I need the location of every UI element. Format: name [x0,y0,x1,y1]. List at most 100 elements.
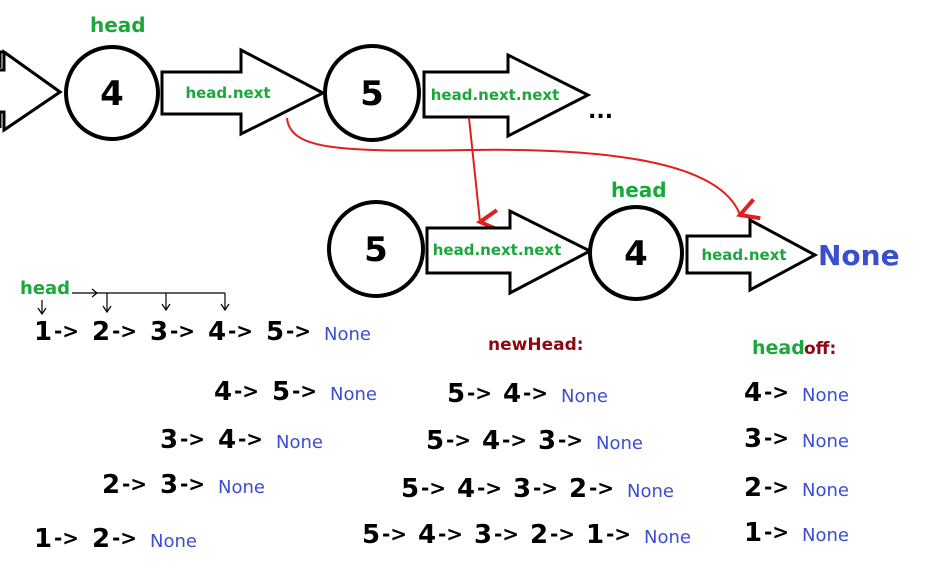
list-arrow: -> [286,319,311,343]
list-value: 2 [92,524,110,554]
list-value: 4 [503,379,521,409]
list-value: 4 [744,378,762,408]
list-none: None [561,386,608,407]
headoff-title-off: off: [804,339,836,359]
list-arrow: -> [764,380,789,404]
list-arrow: -> [112,319,137,343]
list-value: 5 [401,474,419,504]
headoff-list-row: 4-> None [744,378,849,408]
left-list-row: 1->2->3->4->5->None [34,317,371,347]
list-value: 2 [102,470,120,500]
top-node-4 [64,45,160,141]
list-arrow: -> [382,522,407,546]
list-none: None [644,527,691,548]
top-ellipsis: ... [588,99,613,124]
list-value: 1 [586,520,604,550]
list-none: None [802,385,849,406]
list-value: 2 [530,520,548,550]
top-arrow-head-next-next-label: head.next.next [431,86,560,104]
list-value: 4 [418,520,436,550]
list-value: 4 [218,425,236,455]
middle-node-5 [327,200,425,298]
list-value: 3 [150,317,168,347]
list-value: 2 [569,474,587,504]
list-value: 4 [208,317,226,347]
list-arrow: -> [438,522,463,546]
list-arrow: -> [550,522,575,546]
incoming-arrow-shape [0,49,63,133]
middle-arrow-head-next-next [425,208,594,296]
red-connector-to-head-next-next [468,117,480,222]
list-arrow: -> [477,476,502,500]
list-value: 3 [744,424,762,454]
list-value: 4 [457,474,475,504]
newhead-title: newHead: [488,335,584,355]
list-none: None [218,477,265,498]
list-arrow: -> [292,379,317,403]
list-value: 3 [513,474,531,504]
list-value: 1 [34,317,52,347]
newhead-list-row: 5->4->3->2->None [401,474,674,504]
list-value: 5 [362,520,380,550]
list-value: 1 [744,518,762,548]
list-arrow: -> [421,476,446,500]
middle-node-5-value: 5 [364,230,388,270]
middle-arrow-head-next [685,217,819,293]
list-arrow: -> [589,476,614,500]
head-pointer-brackets [37,288,230,316]
top-arrow-head-next-label: head.next [185,84,270,102]
left-list-row: 3->4->None [160,425,323,455]
list-arrow: -> [180,427,205,451]
list-none: None [330,384,377,405]
list-arrow: -> [112,526,137,550]
top-node-5-value: 5 [360,74,384,114]
list-none: None [802,480,849,501]
list-arrow: -> [180,472,205,496]
left-list-row: 1->2->None [34,524,197,554]
list-arrow: -> [764,475,789,499]
list-none: None [276,432,323,453]
headoff-list-row: 3->None [744,424,849,454]
middle-arrow-head-next-label: head.next [701,246,786,264]
list-arrow: -> [467,381,492,405]
middle-node-4 [588,205,684,301]
list-none: None [627,481,674,502]
middle-head-label: head [611,178,667,202]
list-arrow: -> [228,319,253,343]
top-node-5 [323,44,421,142]
list-arrow: -> [234,379,259,403]
list-none: None [596,433,643,454]
list-head-label: head [20,278,70,299]
list-value: 3 [538,426,556,456]
headoff-list-row: 2-> None [744,473,849,503]
list-value: 2 [92,317,110,347]
list-value: 2 [744,473,762,503]
list-arrow: -> [446,428,471,452]
list-arrow: -> [54,526,79,550]
list-value: 5 [447,379,465,409]
left-list-rows: 1->2->3->4->5->None4->5->None3->4->None2… [34,317,377,554]
list-arrow: -> [170,319,195,343]
list-value: 4 [214,377,232,407]
list-arrow: -> [764,520,789,544]
middle-arrow-head-next-next-label: head.next.next [433,241,562,259]
list-none: None [802,525,849,546]
list-value: 5 [266,317,284,347]
headoff-list-row: 1-> None [744,518,849,548]
top-node-4-value: 4 [100,74,124,114]
middle-node-4-value: 4 [624,234,648,274]
top-arrow-head-next [160,47,327,137]
list-none: None [150,531,197,552]
top-arrow-head-next-next [422,52,592,139]
newhead-list-row: 5->4->3->2->1->None [362,520,691,550]
list-value: 3 [160,470,178,500]
list-value: 4 [482,426,500,456]
left-list-row: 4->5->None [214,377,377,407]
list-arrow: -> [238,427,263,451]
list-none: None [802,431,849,452]
top-head-label: head [90,13,146,37]
list-arrow: -> [558,428,583,452]
list-arrow: -> [494,522,519,546]
